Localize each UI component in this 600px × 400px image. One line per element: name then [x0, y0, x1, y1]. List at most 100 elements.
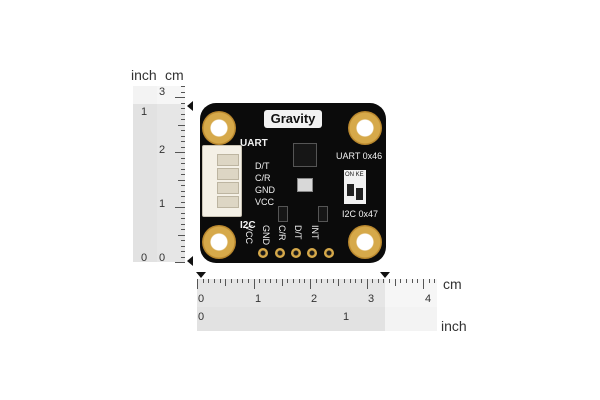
vertical-ruler-tick [175, 152, 185, 153]
pin-pad-int [324, 248, 334, 258]
v-cm-tick-3: 3 [159, 86, 166, 98]
horizontal-ruler-tick [383, 279, 385, 283]
vertical-ruler-tick [181, 113, 185, 115]
mount-hole-bottom-left [202, 225, 236, 259]
connector-pin-vcc: VCC [255, 197, 275, 207]
vertical-ruler-tick [181, 218, 185, 219]
horizontal-ruler-tick [310, 279, 311, 289]
addr-uart-label: UART 0x46 [336, 151, 383, 161]
horizontal-ruler-tick [270, 279, 272, 283]
horizontal-ruler-tick [423, 279, 424, 289]
vertical-ruler-tick [175, 207, 185, 208]
horizontal-ruler-tick [400, 279, 402, 283]
horizontal-ruler-tick [389, 279, 391, 283]
v-cm-tick-1: 1 [159, 198, 166, 210]
horizontal-inch-strip [197, 307, 437, 331]
sensor-board: Gravity UART D/T C/R GND VCC UART 0x46 O… [200, 103, 386, 263]
h-inch-tick-0: 0 [198, 311, 205, 323]
vertical-ruler-tick [181, 141, 185, 142]
vertical-ruler-tick [181, 130, 185, 131]
vertical-ruler-tick [181, 91, 185, 93]
v-inch-tick-1: 1 [141, 106, 148, 118]
vertical-ruler-tick [181, 256, 185, 258]
vertical-ruler-tick [181, 201, 185, 203]
vertical-ruler-tick [181, 223, 185, 225]
ruler-marker-right [380, 272, 390, 278]
vertical-ruler-tick [181, 163, 185, 164]
mode-switch[interactable]: ON KE [344, 170, 366, 204]
horizontal-ruler-tick [259, 279, 261, 283]
vertical-cm-strip [157, 86, 185, 262]
h-cm-tick-2: 2 [311, 293, 318, 305]
vertical-ruler-tick [181, 86, 185, 87]
horizontal-ruler-tick [428, 279, 430, 283]
connector-pin-cr: C/R [255, 173, 271, 183]
vertical-ruler-tick [181, 146, 185, 148]
pin-pad-vcc [258, 248, 268, 258]
vertical-ruler-tick [181, 168, 185, 170]
horizontal-ruler-tick [202, 279, 204, 283]
horizontal-ruler-tick [225, 279, 227, 286]
v-inch-tick-0: 0 [141, 252, 148, 264]
vertical-ruler-tick [181, 196, 185, 197]
horizontal-ruler-tick [366, 279, 368, 289]
horizontal-ruler-tick [213, 279, 215, 283]
ruler-marker-left [196, 272, 206, 278]
vertical-ruler-tick [181, 157, 185, 159]
h-cm-tick-1: 1 [255, 293, 262, 305]
i2c-label: I2C [240, 220, 256, 231]
board-title: Gravity [264, 110, 322, 128]
horizontal-ruler-tick [230, 279, 232, 283]
inch-label-vertical: inch [131, 67, 157, 83]
vertical-ruler-tick [181, 174, 185, 175]
mount-hole-top-left [202, 111, 236, 145]
uart-label: UART [240, 138, 268, 149]
addr-i2c-label: I2C 0x47 [342, 209, 379, 219]
h-cm-tick-0: 0 [198, 293, 205, 305]
v-cm-tick-0: 0 [159, 252, 166, 264]
pin-label-vcc: VCC [244, 225, 254, 245]
horizontal-cm-strip [197, 279, 437, 308]
horizontal-ruler-tick [298, 279, 300, 283]
vertical-ruler-tick [175, 97, 185, 98]
horizontal-ruler-tick [281, 279, 283, 286]
horizontal-ruler-tick [253, 279, 255, 289]
cm-label-vertical: cm [165, 67, 184, 83]
horizontal-ruler-tick [406, 279, 408, 283]
connector-pin-dt: D/T [255, 161, 270, 171]
vertical-ruler-tick [181, 185, 185, 186]
vertical-ruler-tick [181, 240, 185, 241]
horizontal-ruler-tick [247, 279, 249, 283]
ruler-marker-top [187, 101, 193, 111]
vertical-ruler-tick [181, 135, 185, 137]
vertical-inch-strip [133, 86, 158, 262]
h-cm-tick-3: 3 [368, 293, 375, 305]
horizontal-ruler-tick [343, 279, 345, 283]
connector-pin-gnd: GND [255, 185, 275, 195]
vertical-ruler-tick [175, 262, 185, 263]
vertical-ruler-tick [181, 190, 185, 192]
main-chip [293, 143, 317, 167]
component-1 [278, 206, 288, 222]
horizontal-ruler-tick [349, 279, 351, 283]
sensor-chip [297, 178, 313, 192]
horizontal-ruler-tick [321, 279, 323, 283]
gravity-connector [202, 145, 242, 217]
horizontal-ruler-tick [293, 279, 295, 283]
horizontal-ruler-tick [417, 279, 419, 283]
pin-label-cr: C/R [277, 225, 287, 241]
horizontal-ruler-tick [315, 279, 317, 283]
horizontal-ruler-tick [377, 279, 379, 283]
horizontal-ruler: 0 1 2 3 4 0 1 [197, 279, 437, 331]
horizontal-ruler-tick [287, 279, 289, 283]
horizontal-ruler-tick [360, 279, 362, 283]
pin-pad-dt [307, 248, 317, 258]
horizontal-ruler-tick [276, 279, 278, 283]
switch-label: ON KE [345, 172, 364, 178]
vertical-ruler-tick [181, 119, 185, 120]
horizontal-ruler-tick [338, 279, 340, 286]
mount-hole-top-right [348, 111, 382, 145]
horizontal-ruler-tick [326, 279, 328, 283]
vertical-ruler: 1 0 3 2 1 0 [133, 86, 185, 264]
horizontal-ruler-tick [434, 279, 436, 283]
